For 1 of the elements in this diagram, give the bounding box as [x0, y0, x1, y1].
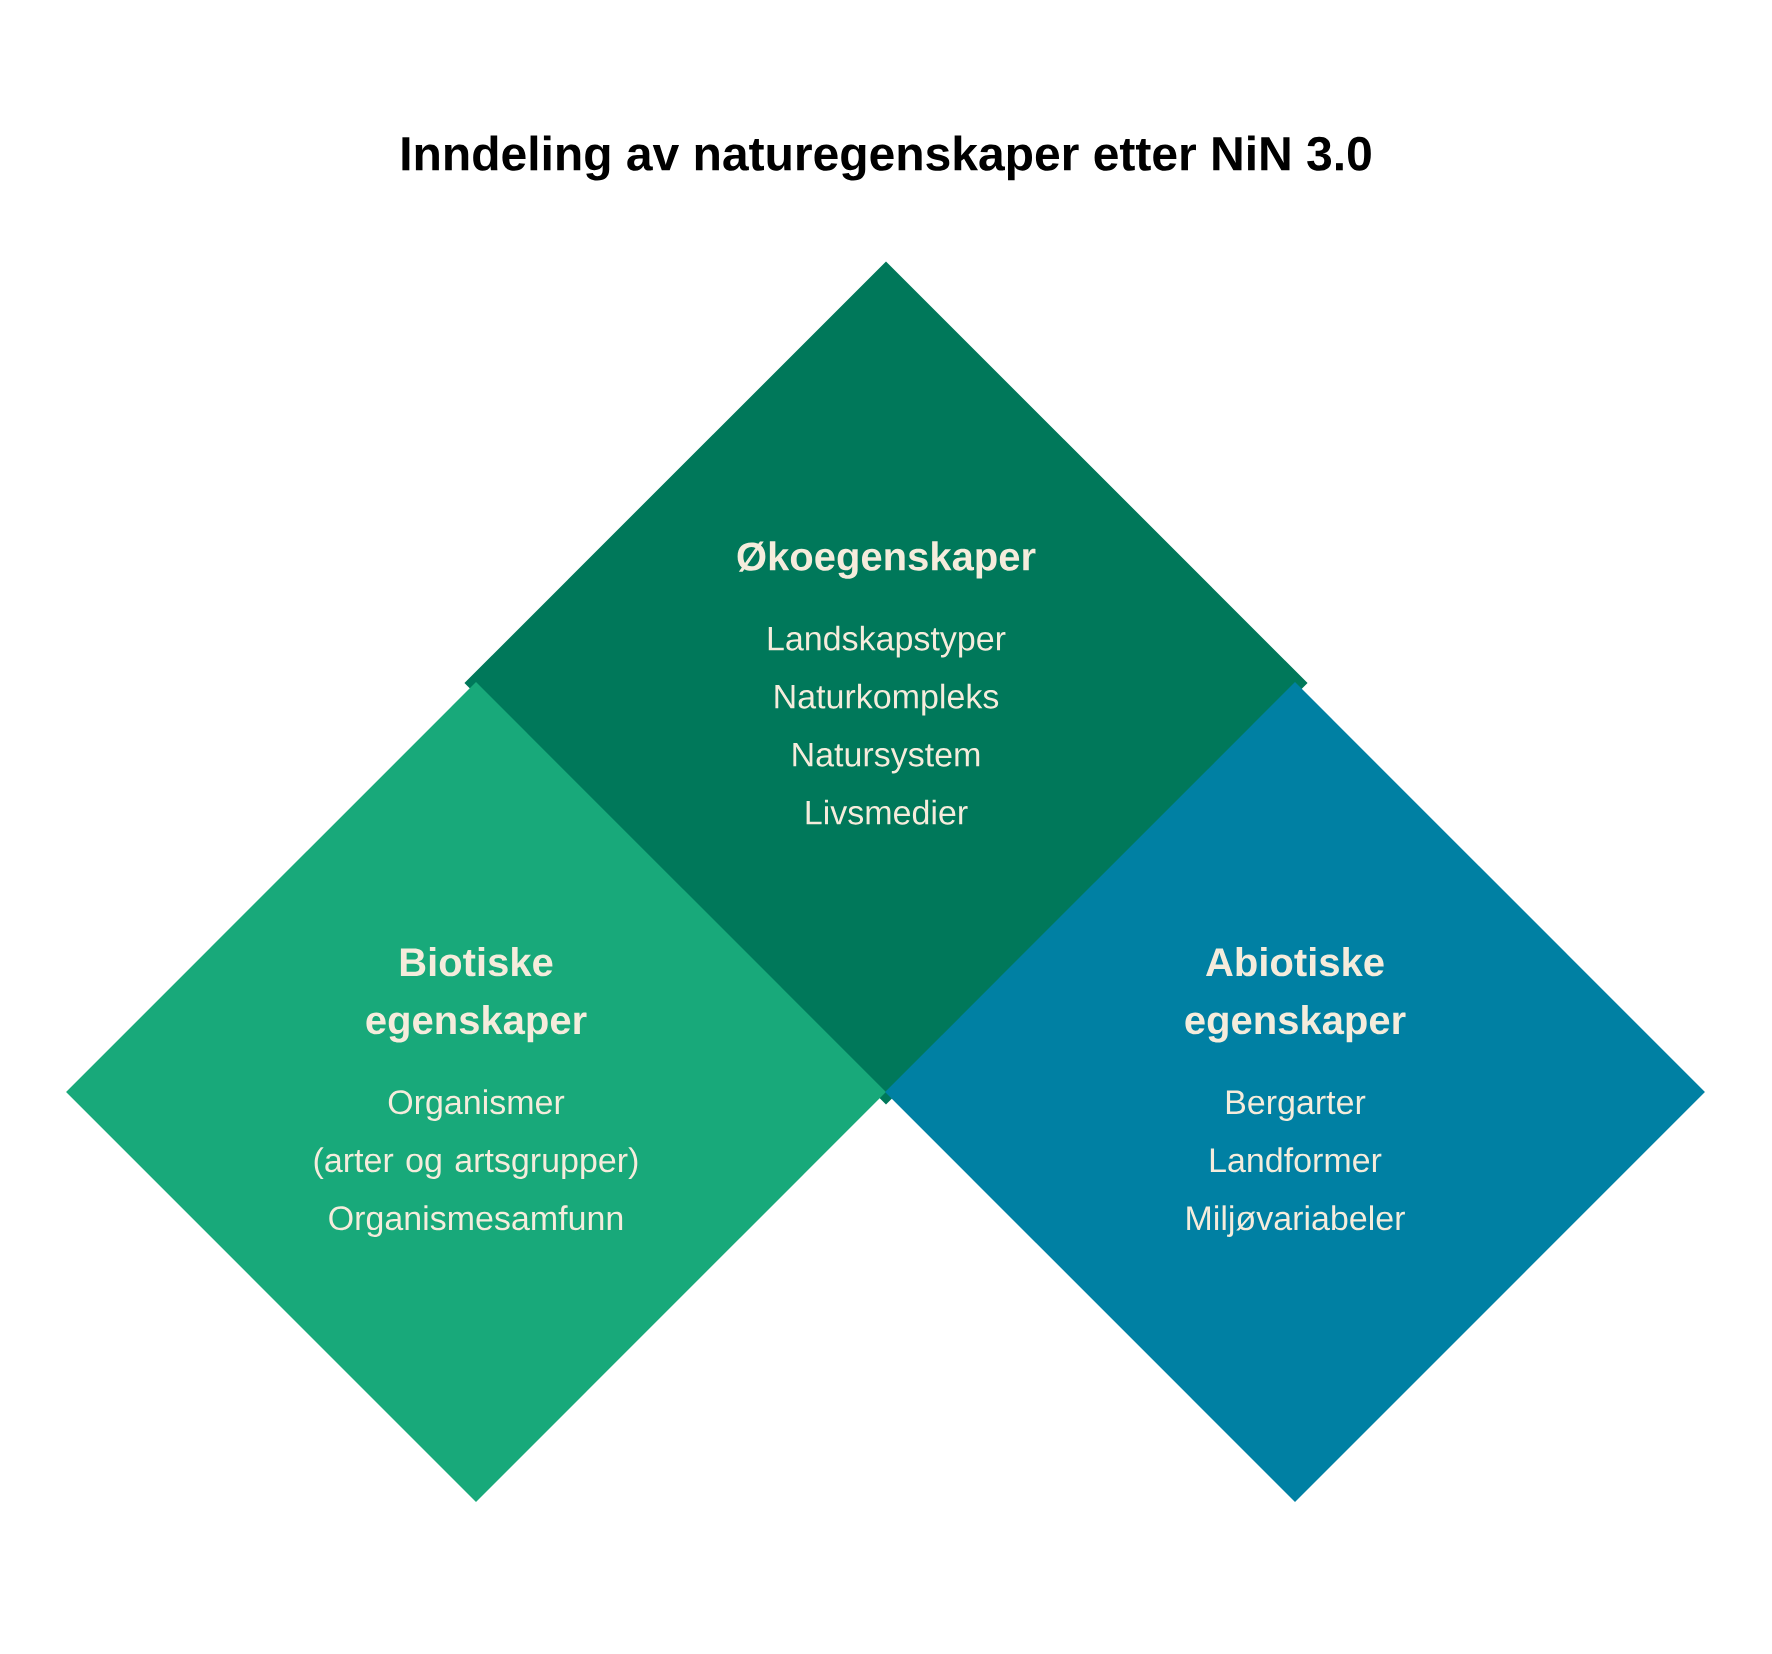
title: Inndeling av naturegenskaper etter NiN 3.0 [402, 135, 1371, 181]
